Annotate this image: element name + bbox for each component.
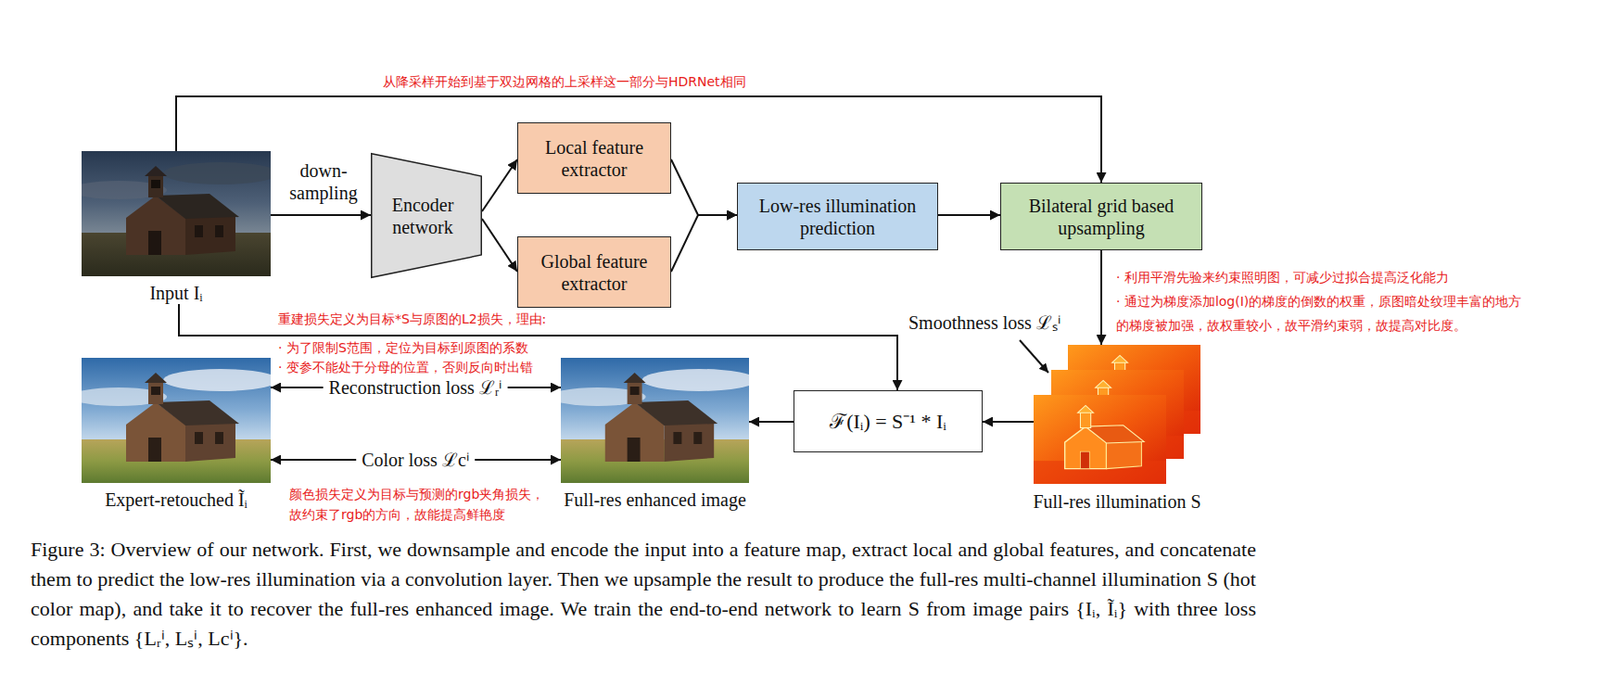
flow-arrow: [938, 214, 1001, 216]
image-panel: Expert-retouched Ĩᵢ: [81, 357, 271, 511]
annotation-note: · 变参不能处于分母的位置，否则反向时出错: [278, 359, 534, 376]
edge-label: Reconstruction loss ℒᵣⁱ: [323, 376, 508, 399]
node-label: Low-res illumination prediction: [746, 194, 929, 240]
retouched-photo: [70, 357, 279, 483]
process-box: Low-res illumination prediction: [736, 182, 939, 251]
enhanced-photo: [549, 357, 757, 483]
label-holder: Smoothness loss ℒₛⁱ: [908, 311, 1061, 334]
encoder-trapezoid: Encoder network: [370, 152, 483, 279]
edge-label: Color loss ℒcⁱ: [355, 448, 475, 471]
process-box: Bilateral grid based upsampling: [1000, 182, 1203, 251]
flow-arrow: [671, 159, 737, 216]
trapezoid-shape: [371, 153, 483, 279]
image-caption: Full-res illumination S: [1032, 490, 1201, 513]
flow-arrow: [482, 218, 518, 272]
node-label: Encoder network: [376, 193, 470, 239]
image-caption: Expert-retouched Ĩᵢ: [104, 488, 248, 511]
image-caption: Full-res enhanced image: [563, 488, 747, 511]
caption-holder: Figure 3: Overview of our network. First…: [30, 534, 1257, 654]
process-box: Local feature extractor: [517, 122, 672, 194]
image-panel: Input Iᵢ: [81, 151, 271, 305]
edge-label-holder: Color loss ℒcⁱ: [355, 448, 475, 471]
label-holder: 重建损失定义为目标*S与原图的L2损失，理由:: [278, 311, 547, 328]
label-holder: · 变参不能处于分母的位置，否则反向时出错: [278, 359, 534, 376]
node-label: ℱ(Iᵢ) = S⁻¹ * Iᵢ: [829, 409, 947, 434]
input-photo: [70, 151, 279, 277]
label-holder: · 通过为梯度添加log(I)的梯度的倒数的权重，原图暗处纹理丰富的地方的梯度被…: [1116, 289, 1529, 338]
annotation-note: 重建损失定义为目标*S与原图的L2损失，理由:: [278, 311, 547, 328]
node-label: Global feature extractor: [526, 250, 662, 295]
edge-label: down- sampling: [286, 159, 361, 204]
figure-caption: Figure 3: Overview of our network. First…: [30, 534, 1257, 654]
illumination-map: [1033, 394, 1167, 484]
label-holder: 从降采样开始到基于双边网格的上采样这一部分与HDRNet相同: [382, 74, 747, 90]
image-caption: Input Iᵢ: [149, 281, 203, 305]
edge-label-holder: down- sampling: [286, 159, 361, 204]
annotation-note: 从降采样开始到基于双边网格的上采样这一部分与HDRNet相同: [382, 74, 747, 90]
flow-arrow: [982, 420, 1034, 423]
image-panel: Full-res enhanced image: [560, 357, 750, 511]
flow-arrow: [1100, 250, 1103, 345]
label-holder: · 为了限制S范围，定位为目标到原图的系数: [278, 340, 529, 356]
flow-arrow: [178, 304, 898, 391]
flow-arrow: [270, 214, 371, 216]
leader-arrow: [1019, 340, 1049, 373]
formula-box: ℱ(Iᵢ) = S⁻¹ * Iᵢ: [793, 390, 983, 453]
image-panel: Full-res illumination S: [1033, 344, 1201, 513]
flow-arrow: [671, 215, 737, 272]
edge-label-holder: Reconstruction loss ℒᵣⁱ: [323, 376, 508, 399]
trapezoid-outline: [370, 152, 483, 279]
annotation-note: 颜色损失定义为目标与预测的rgb夹角损失，故约束了rgb的方向，故能提高鲜艳度: [289, 483, 554, 525]
annotation-note: · 为了限制S范围，定位为目标到原图的系数: [278, 340, 529, 356]
annotation-note: · 利用平滑先验来约束照明图，可减少过拟合提高泛化能力: [1116, 265, 1529, 290]
flow-arrow: [749, 420, 794, 423]
node-label: Bilateral grid based upsampling: [1009, 194, 1194, 240]
process-box: Global feature extractor: [517, 236, 672, 308]
loss-label: Smoothness loss ℒₛⁱ: [908, 311, 1061, 334]
label-holder: · 利用平滑先验来约束照明图，可减少过拟合提高泛化能力: [1116, 265, 1529, 290]
flow-arrow: [482, 159, 518, 212]
node-label: Local feature extractor: [526, 136, 662, 181]
annotation-note: · 通过为梯度添加log(I)的梯度的倒数的权重，原图暗处纹理丰富的地方的梯度被…: [1116, 289, 1529, 338]
label-holder: 颜色损失定义为目标与预测的rgb夹角损失，故约束了rgb的方向，故能提高鲜艳度: [289, 483, 554, 525]
